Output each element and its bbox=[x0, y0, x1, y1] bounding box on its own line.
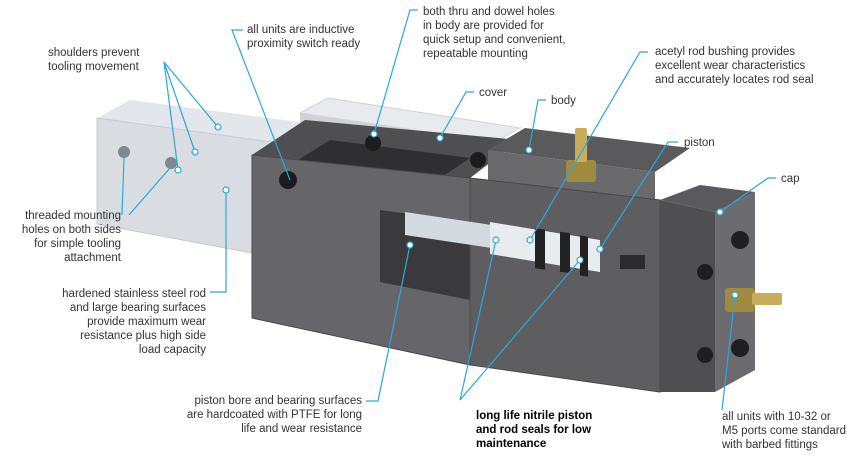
cap-fitting-nut bbox=[725, 288, 755, 312]
label-hardened-line-5: load capacity bbox=[138, 344, 206, 356]
cap-hole-2 bbox=[731, 339, 749, 357]
label-cover: cover bbox=[479, 86, 507, 100]
leader-piston bbox=[599, 141, 678, 250]
leader-shoulders-c bbox=[163, 61, 179, 171]
label-bore-line-3: life and wear resistance bbox=[241, 423, 362, 435]
label-nitrile-line-1: long life nitrile piston bbox=[476, 410, 593, 422]
label-cap: cap bbox=[781, 172, 800, 186]
leader-cap bbox=[719, 177, 776, 213]
label-ports-line-3: with barbed fittings bbox=[722, 439, 818, 451]
label-dowel-line-4: repeatable mounting bbox=[423, 48, 528, 60]
threaded-hole-2 bbox=[165, 157, 177, 169]
cap-fitting-barb bbox=[752, 293, 782, 305]
label-inductive-line-1: all units are inductive bbox=[247, 24, 355, 36]
label-inductive: all units are inductive proximity switch… bbox=[247, 23, 360, 51]
cap-front bbox=[660, 200, 715, 392]
leader-dowel bbox=[373, 9, 418, 135]
leader-threaded-a bbox=[121, 157, 125, 216]
body-lower-front bbox=[469, 177, 661, 393]
label-nitrile-line-3: maintenance bbox=[476, 438, 547, 450]
label-dowel-line-2: in body are provided for bbox=[423, 20, 544, 32]
label-ports: all units with 10-32 or M5 ports come st… bbox=[722, 410, 846, 452]
label-ports-line-1: all units with 10-32 or bbox=[722, 411, 831, 423]
leader-hardened bbox=[210, 190, 227, 293]
leader-body bbox=[528, 99, 546, 151]
label-shoulders-line-2: tooling movement bbox=[48, 61, 139, 73]
label-piston: piston bbox=[684, 136, 715, 150]
label-shoulders-line-1: shoulders prevent bbox=[48, 47, 140, 59]
piston-rod-end bbox=[620, 255, 645, 269]
leader-cover bbox=[439, 91, 474, 139]
label-hardened-line-1: hardened stainless steel rod bbox=[62, 288, 206, 300]
label-hardened: hardened stainless steel rod and large b… bbox=[38, 287, 206, 357]
label-threaded: threaded mounting holes on both sides fo… bbox=[14, 209, 121, 265]
label-hardened-line-2: and large bearing surfaces bbox=[69, 302, 206, 314]
leader-bore bbox=[366, 244, 411, 402]
label-bore-line-1: piston bore and bearing surfaces bbox=[194, 395, 363, 407]
cap-hole-3 bbox=[697, 264, 713, 280]
label-dowel: both thru and dowel holes in body are pr… bbox=[423, 5, 566, 61]
label-dowel-line-3: quick setup and convenient, bbox=[423, 34, 566, 46]
label-nitrile-line-2: and rod seals for low bbox=[476, 424, 592, 436]
leader-ports bbox=[721, 294, 736, 411]
label-acetyl-line-1: acetyl rod bushing provides bbox=[655, 46, 795, 58]
screw-3 bbox=[470, 152, 486, 168]
leader-lines bbox=[121, 9, 776, 411]
tooling-plate-top bbox=[97, 100, 330, 146]
screw-2 bbox=[365, 135, 381, 151]
leader-threaded-b bbox=[128, 167, 171, 216]
label-threaded-line-2: holes on both sides bbox=[21, 224, 121, 236]
leader-shoulders-a bbox=[163, 61, 196, 153]
label-cover-text: cover bbox=[479, 87, 508, 99]
label-acetyl: acetyl rod bushing provides excellent we… bbox=[655, 45, 814, 87]
label-threaded-line-3: for simple tooling bbox=[34, 238, 121, 250]
cap-hole-1 bbox=[731, 231, 749, 249]
rod bbox=[405, 212, 505, 250]
label-ports-line-2: M5 ports come standard bbox=[722, 425, 847, 437]
label-threaded-line-4: attachment bbox=[64, 252, 121, 264]
cap-hole-4 bbox=[697, 347, 713, 363]
label-nitrile: long life nitrile piston and rod seals f… bbox=[476, 409, 592, 451]
leader-nitrile-a bbox=[459, 239, 497, 401]
label-bore: piston bore and bearing surfaces are har… bbox=[166, 394, 362, 436]
piston-seal-2 bbox=[560, 231, 570, 274]
leader-nitrile-b bbox=[459, 259, 581, 401]
label-acetyl-line-2: excellent wear characteristics bbox=[655, 60, 806, 72]
top-fitting-barb bbox=[575, 128, 587, 162]
leader-shoulders-b bbox=[163, 61, 219, 128]
cap-top bbox=[660, 185, 755, 212]
leader-inductive bbox=[231, 29, 291, 181]
label-body: body bbox=[551, 94, 576, 108]
rear-block-top bbox=[488, 128, 690, 172]
label-dowel-line-1: both thru and dowel holes bbox=[423, 6, 555, 18]
label-piston-text: piston bbox=[684, 137, 715, 149]
label-acetyl-line-3: and accurately locates rod seal bbox=[655, 74, 814, 86]
label-body-text: body bbox=[551, 95, 576, 107]
label-hardened-line-3: provide maximum wear bbox=[87, 316, 206, 328]
label-threaded-line-1: threaded mounting bbox=[25, 210, 121, 222]
label-shoulders: shoulders prevent tooling movement bbox=[48, 46, 139, 74]
label-hardened-line-4: resistance plus high side bbox=[80, 330, 206, 342]
label-cap-text: cap bbox=[781, 173, 800, 185]
threaded-hole-1 bbox=[118, 146, 130, 158]
label-bore-line-2: are hardcoated with PTFE for long bbox=[186, 409, 362, 421]
piston-seal-1 bbox=[535, 228, 545, 270]
piston-seal-3 bbox=[580, 235, 588, 277]
leader-endpoints bbox=[174, 123, 739, 299]
leader-acetyl bbox=[529, 51, 648, 241]
label-inductive-line-2: proximity switch ready bbox=[247, 38, 361, 50]
screw-1 bbox=[279, 171, 297, 189]
